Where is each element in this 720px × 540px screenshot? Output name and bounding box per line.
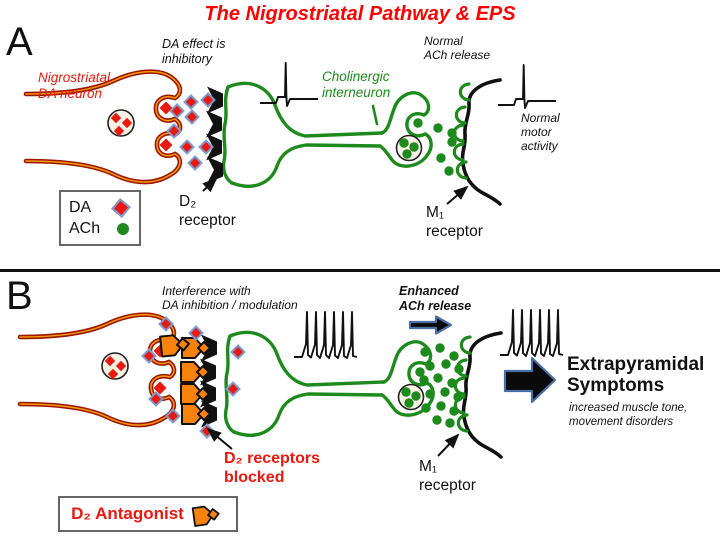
- page-title: The Nigrostriatal Pathway & EPS: [204, 3, 516, 25]
- normal-ach-note: Normal ACh release: [424, 34, 491, 62]
- panel-a-drawing: [26, 62, 557, 205]
- eps-big-arrow: [503, 356, 557, 404]
- m1-receptor-arrow-b: [437, 433, 460, 457]
- d2-blocked-arrow: [206, 427, 233, 450]
- enhanced-ach-note: Enhanced ACh release: [399, 284, 472, 313]
- enhanced-ach-arrow: [408, 315, 453, 335]
- ach-molecules-b: [419, 343, 464, 428]
- d2-antagonist-molecules: [159, 332, 211, 425]
- eps-title: Extrapyramidal Symptoms: [567, 354, 705, 397]
- spike-trace-motor-a: [497, 64, 557, 109]
- cholinergic-pointer-line: [371, 104, 379, 126]
- spike-trace-interneuron-a: [259, 62, 319, 107]
- cholinergic-label: Cholinergic interneuron: [322, 69, 391, 100]
- da-effect-note: DA effect is inhibitory: [162, 37, 226, 66]
- d2-antagonist-box: D₂ Antagonist: [58, 496, 238, 532]
- interference-note: Interference with DA inhibition / modula…: [162, 284, 298, 312]
- legend-row-da: DA: [69, 197, 131, 218]
- m1-receptor-label-b: M₁ receptor: [419, 458, 476, 495]
- panel-divider: [0, 269, 720, 272]
- m1-receptor-label-a: M₁ receptor: [426, 204, 483, 241]
- ach-dot-icon: [117, 222, 129, 235]
- cholinergic-interneuron-b: [226, 332, 434, 435]
- da-neuron-label: Nigrostriatal DA neuron: [38, 70, 111, 101]
- d2-antagonist-label: D₂ Antagonist: [71, 504, 184, 523]
- d2-blocked-label: D₂ receptors blocked: [224, 450, 321, 487]
- burst-spike-trace-interneuron-b: [293, 311, 358, 359]
- d2-receptor-arrow-a: [202, 177, 218, 193]
- panel-b-label: B: [6, 274, 33, 318]
- da-diamond-icon: [111, 197, 131, 218]
- d2-receptor-label-a: D₂ receptor: [179, 193, 236, 230]
- normal-motor-note: Normal motor activity: [521, 111, 560, 153]
- antagonist-icon: [191, 503, 221, 527]
- eps-note: increased muscle tone, movement disorder…: [569, 402, 688, 429]
- burst-spike-trace-motor-b: [499, 309, 564, 357]
- postsynaptic-membrane-a: [454, 80, 500, 204]
- nigrostriatal-da-neuron-b: [20, 315, 174, 425]
- legend-ach-label: ACh: [69, 219, 101, 237]
- m1-receptor-arrow-a: [446, 185, 469, 205]
- legend-da-label: DA: [69, 198, 92, 216]
- panel-a-label: A: [6, 20, 33, 64]
- legend-box: DA ACh: [59, 190, 141, 246]
- panel-b-drawing: [20, 309, 564, 457]
- legend-row-ach: ACh: [69, 220, 131, 238]
